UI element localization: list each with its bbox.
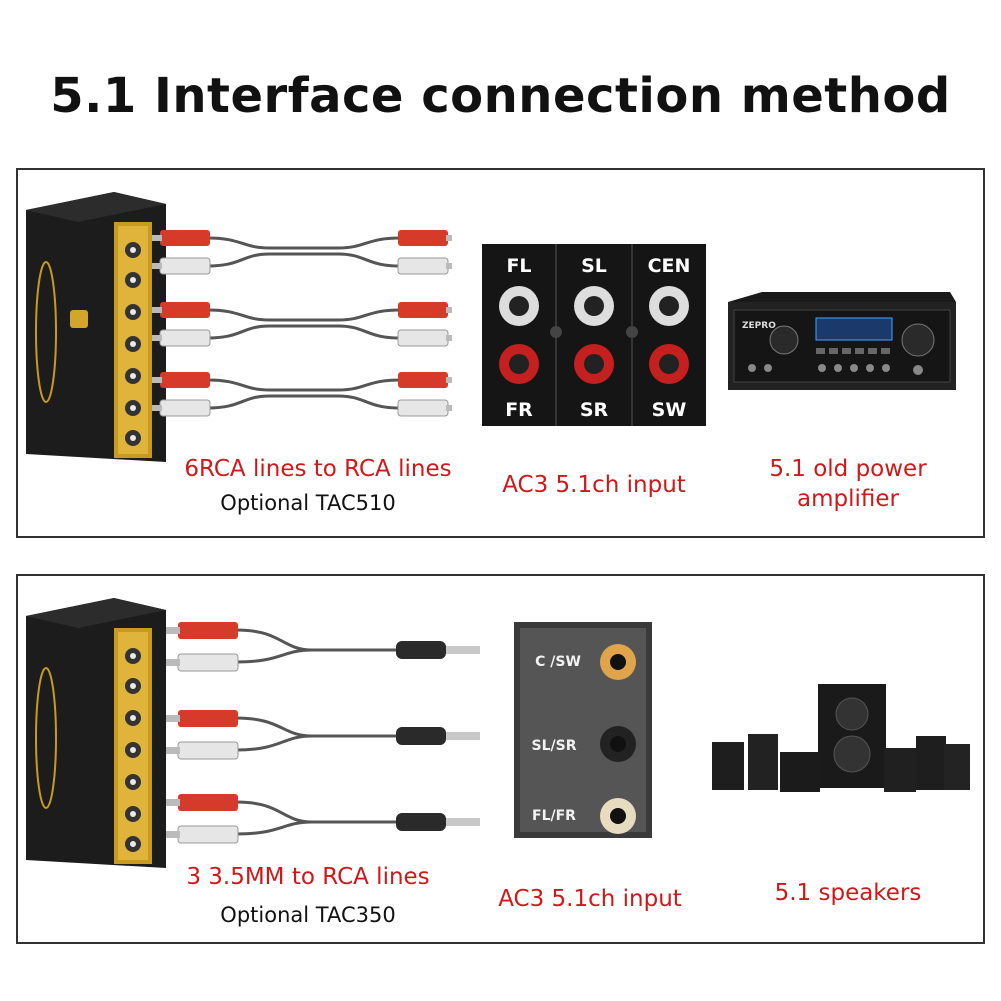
power-amplifier: ZEPRO — [728, 292, 956, 390]
jack-label-sl: SL — [581, 255, 607, 277]
amp-brand: ZEPRO — [742, 321, 776, 331]
device-caption-line2: amplifier — [797, 486, 899, 512]
cable-option: Optional TAC510 — [220, 491, 396, 515]
speaker-system — [712, 684, 970, 792]
input-caption: AC3 5.1ch input — [502, 472, 686, 498]
cable-caption: 6RCA lines to RCA lines — [184, 456, 452, 482]
cable-caption-2: 3 3.5MM to RCA lines — [186, 864, 430, 890]
panel-35mm-to-rca: 3 3.5MM to RCA lines Optional TAC350 C /… — [16, 574, 985, 944]
input-caption-2: AC3 5.1ch input — [498, 886, 682, 912]
jack-label-fr: FR — [505, 399, 533, 421]
jack-label-sw: SW — [652, 399, 687, 421]
ac3-jack-panel-2: C /SW SL/SR FL/FR — [514, 622, 652, 838]
jack-label-csw: C /SW — [535, 654, 581, 670]
ac3-jack-panel: FL SL CEN FR SR SW — [482, 244, 706, 426]
device-caption-2: 5.1 speakers — [774, 880, 922, 906]
jack-label-cen: CEN — [648, 255, 691, 277]
35mm-rca-cables — [166, 622, 480, 844]
panel-rca-to-rca: 6RCA lines to RCA lines Optional TAC510 … — [16, 168, 985, 538]
page-title: 5.1 Interface connection method — [50, 68, 951, 124]
decoder-device — [26, 192, 166, 462]
decoder-device-2 — [26, 598, 166, 868]
cable-option-2: Optional TAC350 — [220, 903, 396, 927]
rca-cables — [152, 230, 452, 417]
jack-label-slsr: SL/SR — [532, 738, 577, 754]
device-caption-line1: 5.1 old power — [769, 456, 927, 482]
jack-label-fl: FL — [506, 255, 531, 277]
jack-label-sr: SR — [580, 399, 609, 421]
jack-label-flfr: FL/FR — [532, 808, 576, 824]
